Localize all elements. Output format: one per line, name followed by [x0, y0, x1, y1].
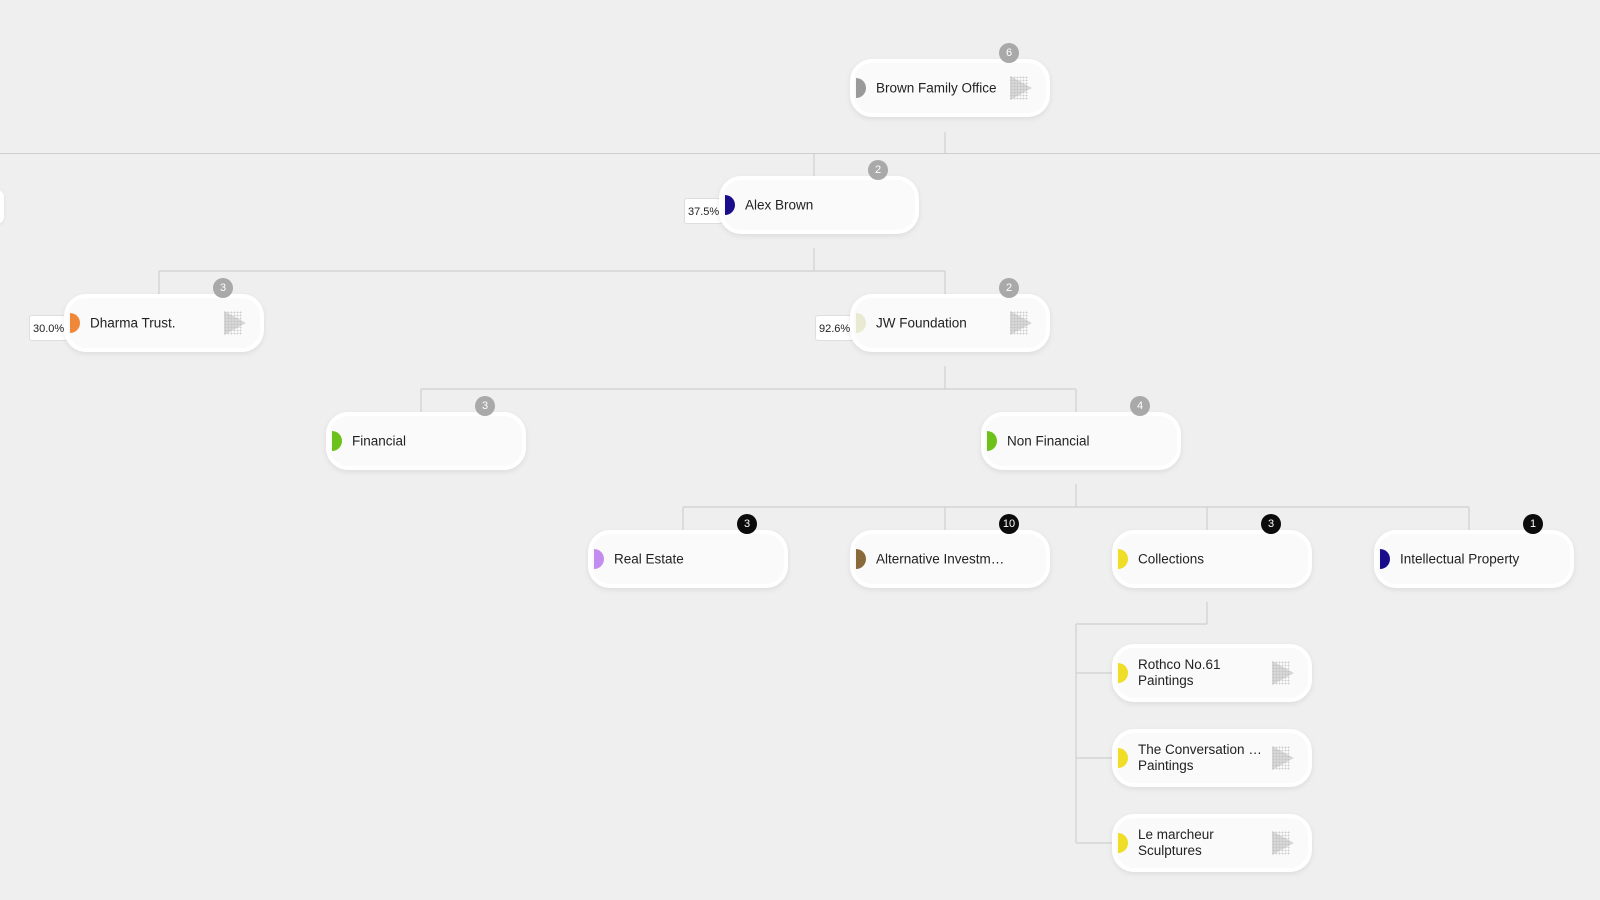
node-conversation-paintings[interactable]: The Conversation –… Paintings — [1112, 729, 1312, 787]
count-badge: 2 — [999, 278, 1019, 298]
half-circle-icon — [1118, 833, 1128, 853]
asset-type: Paintings — [1138, 673, 1194, 688]
node-collections[interactable]: Collections 3 — [1112, 514, 1312, 588]
node-label: Dharma Trust. — [90, 315, 176, 331]
node-label: Non Financial — [1007, 433, 1090, 449]
arrow-right-icon[interactable] — [1272, 746, 1294, 770]
node-label: Collections — [1138, 551, 1205, 567]
half-circle-icon — [856, 313, 866, 333]
half-circle-icon — [856, 78, 866, 98]
node-intellectual-property[interactable]: Intellectual Property 1 — [1374, 514, 1574, 588]
node-label: Brown Family Office — [876, 80, 997, 96]
arrow-right-icon[interactable] — [1272, 661, 1294, 685]
half-circle-icon — [1118, 663, 1128, 683]
node-label: Alternative Investm… — [876, 551, 1005, 567]
node-alternative-investments[interactable]: Alternative Investm… 10 — [850, 514, 1050, 588]
node-alex-brown[interactable]: Alex Brown 2 — [719, 160, 919, 234]
node-marcheur-sculptures[interactable]: Le marcheur Sculptures — [1112, 814, 1312, 872]
half-circle-icon — [1380, 549, 1390, 569]
asset-type: Paintings — [1138, 758, 1194, 773]
node-label: JW Foundation — [876, 315, 967, 331]
half-circle-icon — [332, 431, 342, 451]
node-label: Le marcheur Sculptures — [1138, 827, 1268, 859]
arrow-right-icon[interactable] — [1010, 76, 1032, 100]
node-label: Financial — [352, 433, 407, 449]
node-real-estate[interactable]: Real Estate 3 — [588, 514, 788, 588]
half-circle-icon — [856, 549, 866, 569]
count-badge: 1 — [1523, 514, 1543, 534]
offscreen-node-stub[interactable] — [0, 190, 4, 224]
count-badge: 10 — [999, 514, 1019, 534]
node-label: Alex Brown — [745, 197, 814, 213]
node-label: Rothco No.61 Paintings — [1138, 657, 1268, 689]
node-rothco-paintings[interactable]: Rothco No.61 Paintings — [1112, 644, 1312, 702]
asset-type: Sculptures — [1138, 843, 1202, 858]
count-badge: 3 — [213, 278, 233, 298]
count-badge: 3 — [737, 514, 757, 534]
count-badge: 4 — [1130, 396, 1150, 416]
count-badge: 3 — [475, 396, 495, 416]
node-dharma-trust[interactable]: Dharma Trust. 3 — [64, 278, 264, 352]
half-circle-icon — [1118, 549, 1128, 569]
arrow-right-icon[interactable] — [224, 311, 246, 335]
node-label: The Conversation –… Paintings — [1138, 742, 1268, 774]
node-non-financial[interactable]: Non Financial 4 — [981, 396, 1181, 470]
arrow-right-icon[interactable] — [1010, 311, 1032, 335]
count-badge: 6 — [999, 43, 1019, 63]
node-label: Intellectual Property — [1400, 551, 1520, 567]
ownership-percent: 92.6% — [815, 315, 855, 341]
ownership-percent: 30.0% — [29, 315, 69, 341]
node-jw-foundation[interactable]: JW Foundation 2 — [850, 278, 1050, 352]
node-financial[interactable]: Financial 3 — [326, 396, 526, 470]
node-brown-family-office[interactable]: Brown Family Office 6 — [850, 43, 1050, 117]
divider-line — [0, 153, 1600, 154]
half-circle-icon — [594, 549, 604, 569]
ownership-percent: 37.5% — [684, 198, 724, 224]
half-circle-icon — [725, 195, 735, 215]
count-badge: 2 — [868, 160, 888, 180]
half-circle-icon — [70, 313, 80, 333]
asset-name: Rothco No.61 — [1138, 657, 1221, 672]
asset-name: Le marcheur — [1138, 827, 1214, 842]
asset-name: The Conversation –… — [1138, 742, 1268, 757]
arrow-right-icon[interactable] — [1272, 831, 1294, 855]
node-label: Real Estate — [614, 551, 684, 567]
half-circle-icon — [987, 431, 997, 451]
half-circle-icon — [1118, 748, 1128, 768]
count-badge: 3 — [1261, 514, 1281, 534]
